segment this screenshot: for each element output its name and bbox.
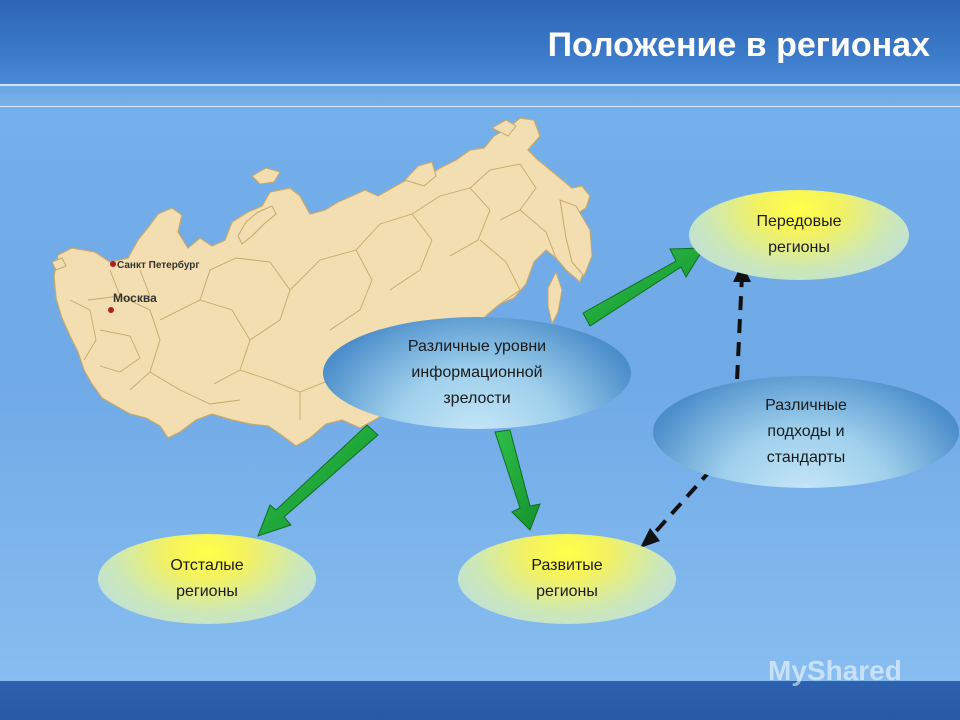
watermark-logo: MyShared	[768, 655, 902, 687]
arrow-to-advanced	[582, 247, 705, 327]
node-advanced-regions: Передовые регионы	[689, 190, 909, 280]
franz-josef-land	[251, 167, 281, 185]
slide-footer	[0, 681, 960, 720]
city-label-spb: Санкт Петербург	[117, 259, 200, 271]
header-divider	[0, 84, 960, 86]
watermark-text: MyShared	[768, 655, 902, 686]
city-label-moscow: Москва	[113, 291, 157, 305]
slide-title: Положение в регионах	[547, 26, 930, 64]
kamchatka	[559, 199, 593, 277]
node-advanced-label: Передовые регионы	[756, 213, 842, 256]
spb-marker	[110, 261, 116, 267]
node-approaches-label: Различные подходы и стандарты	[765, 397, 847, 466]
novaya-zemlya	[237, 205, 277, 245]
new-siberian-islands	[490, 119, 517, 137]
node-maturity-levels: Различные уровни информационной зрелости	[323, 317, 631, 429]
slide-header	[0, 0, 960, 84]
node-approaches-standards: Различные подходы и стандарты	[653, 376, 959, 488]
node-developed-label: Развитые регионы	[531, 557, 603, 600]
header-divider-lower	[0, 106, 960, 107]
arrow-to-lagging	[257, 424, 379, 537]
header-band	[0, 90, 960, 106]
moscow-marker	[108, 307, 114, 313]
node-lagging-regions: Отсталые регионы	[98, 534, 316, 624]
kaliningrad	[51, 257, 67, 271]
severnaya-zemlya	[404, 161, 437, 187]
sakhalin	[547, 270, 563, 326]
dashed-arrow-to-advanced	[734, 274, 744, 403]
node-lagging-label: Отсталые регионы	[170, 557, 244, 600]
node-maturity-label: Различные уровни информационной зрелости	[407, 338, 547, 407]
dashed-arrow-to-developed	[648, 450, 729, 540]
dashed-arrow-head-down	[640, 528, 660, 548]
node-developed-regions: Развитые регионы	[458, 534, 676, 624]
arrow-to-developed	[494, 429, 541, 531]
